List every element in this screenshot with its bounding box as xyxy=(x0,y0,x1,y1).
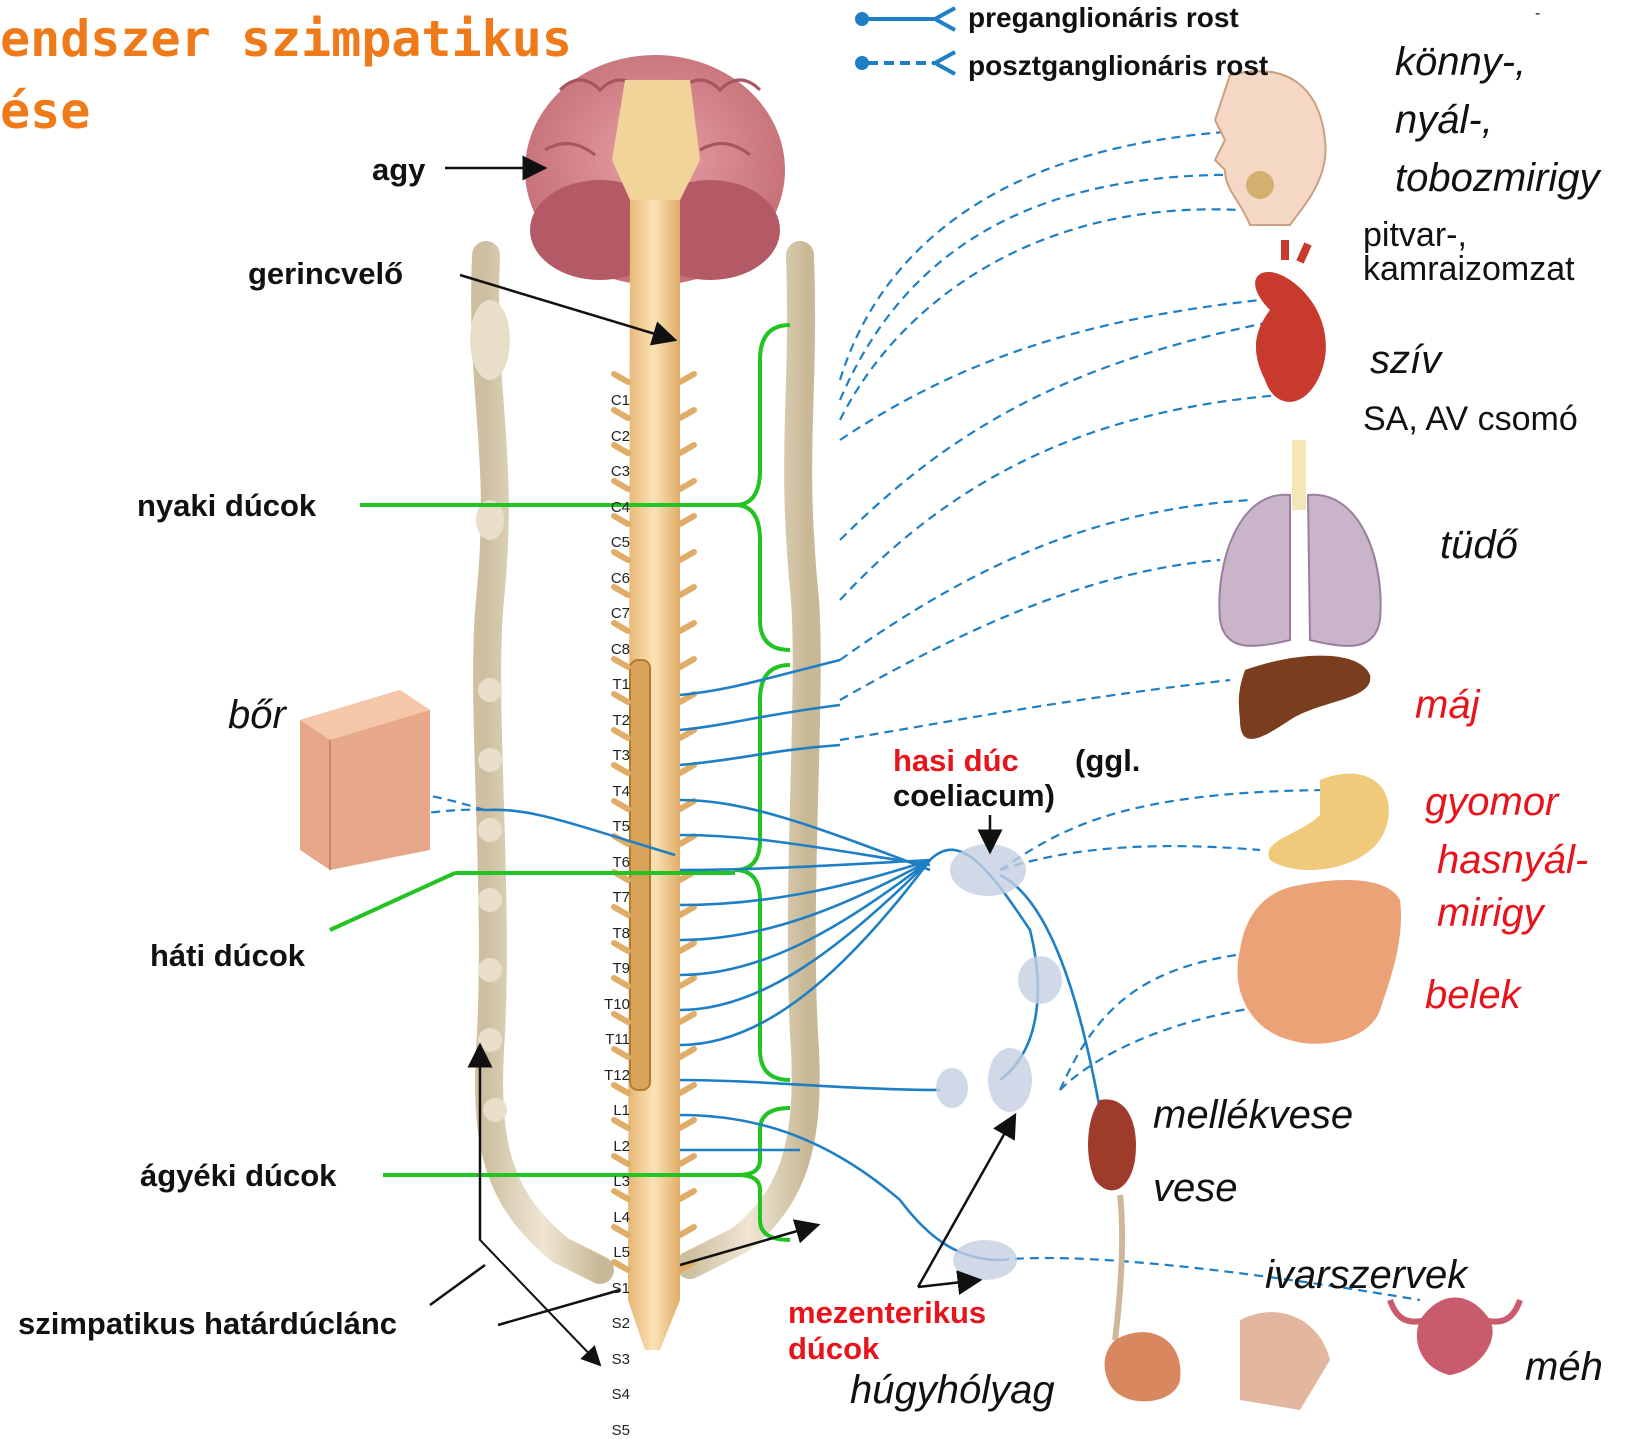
label-ivarszervek: ivarszervek xyxy=(1265,1255,1467,1295)
segment-label-t12: T12 xyxy=(590,1067,630,1084)
segment-label-t4: T4 xyxy=(590,783,630,800)
label-sa-av-csomo: SA, AV csomó xyxy=(1363,402,1578,436)
segment-label-l1: L1 xyxy=(590,1102,630,1119)
bladder-illustration xyxy=(1105,1332,1181,1401)
right-sympathetic-chain xyxy=(690,255,807,1265)
segment-label-t6: T6 xyxy=(590,854,630,871)
segment-label-c8: C8 xyxy=(590,641,630,658)
segment-label-s1: S1 xyxy=(590,1280,630,1297)
segment-label-t8: T8 xyxy=(590,925,630,942)
label-nyal: nyál-, xyxy=(1395,100,1493,140)
segment-label-c1: C1 xyxy=(590,392,630,409)
segment-label-t5: T5 xyxy=(590,818,630,835)
label-hasnyal: hasnyál- xyxy=(1437,840,1588,880)
segment-label-s2: S2 xyxy=(590,1315,630,1332)
segment-label-l5: L5 xyxy=(590,1244,630,1261)
liver-illustration xyxy=(1239,656,1370,739)
legend-symbols xyxy=(857,8,955,74)
label-tudo: tüdő xyxy=(1440,525,1518,565)
segment-label-c6: C6 xyxy=(590,570,630,587)
label-gerincvelo: gerincvelő xyxy=(248,258,403,289)
title-line-1: endszer szimpatikus xyxy=(0,14,572,64)
prevertebral-ganglia xyxy=(936,844,1062,1280)
label-kamraizomzat: kamraizomzat xyxy=(1363,252,1575,286)
label-szimpatikus-hatarduclanc: szimpatikus határdúclánc xyxy=(18,1308,397,1339)
segment-label-t2: T2 xyxy=(590,712,630,729)
legend-postganglionic-label: posztganglionáris rost xyxy=(968,52,1268,80)
label-agy: agy xyxy=(372,154,425,185)
legend-dash-mark: - xyxy=(1535,6,1540,22)
segment-label-c2: C2 xyxy=(590,428,630,445)
label-pitvar: pitvar-, xyxy=(1363,218,1467,252)
label-agyeki-ducok: ágyéki dúcok xyxy=(140,1160,336,1191)
label-konny: könny-, xyxy=(1395,42,1526,82)
label-maj: máj xyxy=(1415,685,1479,725)
label-nyaki-ducok: nyaki dúcok xyxy=(137,490,316,521)
label-belek: belek xyxy=(1425,975,1521,1015)
segment-label-s3: S3 xyxy=(590,1351,630,1368)
title-line-2: ése xyxy=(0,86,90,136)
segment-label-t10: T10 xyxy=(590,996,630,1013)
segment-label-c7: C7 xyxy=(590,605,630,622)
label-gyomor: gyomor xyxy=(1425,782,1558,822)
segment-label-t7: T7 xyxy=(590,889,630,906)
uterus-illustration xyxy=(1390,1298,1520,1376)
label-mezenterikus: mezenterikus xyxy=(788,1297,986,1328)
heart-illustration xyxy=(1255,240,1326,402)
segment-label-l3: L3 xyxy=(590,1173,630,1190)
kidney-illustration xyxy=(1088,1099,1136,1340)
left-sympathetic-chain xyxy=(470,255,600,1270)
segment-label-t9: T9 xyxy=(590,960,630,977)
stomach-illustration xyxy=(1237,774,1401,1044)
head-illustration xyxy=(1215,71,1326,225)
lungs-illustration xyxy=(1219,440,1380,646)
legend-preganglionic-label: preganglionáris rost xyxy=(968,4,1239,32)
label-hasi-duc: hasi dúc xyxy=(893,745,1019,776)
label-mirigy: mirigy xyxy=(1437,893,1544,933)
segment-label-l4: L4 xyxy=(590,1209,630,1226)
segment-label-c5: C5 xyxy=(590,534,630,551)
segment-label-s4: S4 xyxy=(590,1386,630,1403)
segment-label-t3: T3 xyxy=(590,747,630,764)
label-hugyholyag: húgyhólyag xyxy=(850,1370,1055,1410)
skin-illustration xyxy=(300,690,430,870)
label-bor: bőr xyxy=(228,695,286,735)
genitals-illustration xyxy=(1240,1312,1330,1410)
label-ggl: (ggl. xyxy=(1075,745,1140,776)
segment-label-c3: C3 xyxy=(590,463,630,480)
segment-label-t1: T1 xyxy=(590,676,630,693)
label-meh: méh xyxy=(1525,1347,1603,1387)
label-sziv: szív xyxy=(1370,340,1441,380)
label-vese: vese xyxy=(1153,1168,1238,1208)
label-tobozmirigy: tobozmirigy xyxy=(1395,158,1600,198)
segment-label-l2: L2 xyxy=(590,1138,630,1155)
label-ducok: dúcok xyxy=(788,1333,879,1364)
label-mellekvese: mellékvese xyxy=(1153,1095,1353,1135)
label-coeliacum: coeliacum) xyxy=(893,780,1055,811)
segment-label-t11: T11 xyxy=(590,1031,630,1048)
segment-label-s5: S5 xyxy=(590,1422,630,1439)
label-hati-ducok: háti dúcok xyxy=(150,940,305,971)
segment-label-c4: C4 xyxy=(590,499,630,516)
